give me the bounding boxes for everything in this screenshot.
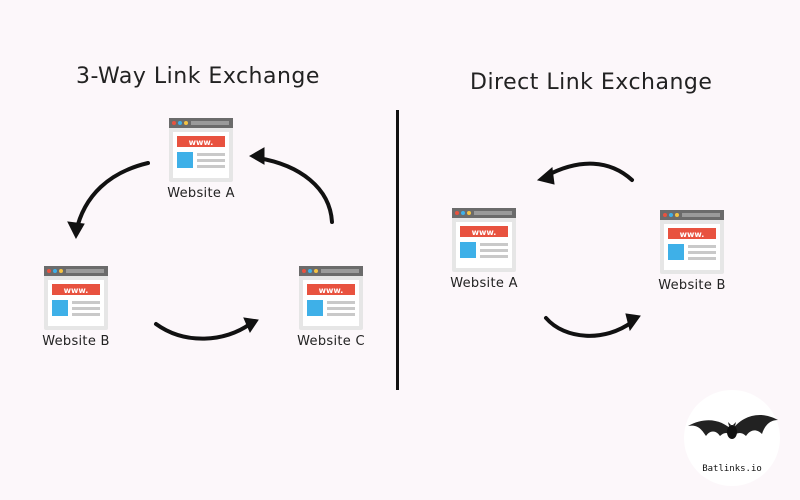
arrow-b-to-a <box>544 161 634 182</box>
svg-text:www.: www. <box>189 138 214 147</box>
arrow-a-to-b-direct-head <box>625 313 641 332</box>
right-site-a: www. Website A <box>424 208 544 291</box>
divider <box>396 110 399 390</box>
arrow-b-to-a-head <box>536 167 555 185</box>
browser-window-icon: www. <box>169 118 233 182</box>
svg-text:www.: www. <box>472 228 497 237</box>
right-title: Direct Link Exchange <box>470 70 713 95</box>
right-site-b: www. Website B <box>632 210 752 293</box>
site-label: Website B <box>658 278 726 293</box>
arrow-b-to-c <box>154 322 252 341</box>
logo-text: Batlinks.io <box>702 464 762 474</box>
arrow-c-to-a-head <box>248 147 265 165</box>
arrow-b-to-c-head <box>243 317 259 334</box>
left-title: 3-Way Link Exchange <box>76 64 320 89</box>
arrow-c-to-a <box>256 156 334 224</box>
svg-text:www.: www. <box>64 286 89 295</box>
browser-window-icon: www. <box>452 208 516 272</box>
browser-window-icon: www. <box>299 266 363 330</box>
site-label: Website C <box>297 334 365 349</box>
browser-window-icon: www. <box>660 210 724 274</box>
left-site-b: www. Website B <box>16 266 136 349</box>
arrow-a-to-b <box>74 161 150 234</box>
browser-window-icon: www. <box>44 266 108 330</box>
site-label: Website A <box>450 276 518 291</box>
bat-icon <box>688 415 778 439</box>
arrow-a-to-b-head <box>67 221 85 240</box>
site-label: Website B <box>42 334 110 349</box>
arrow-a-to-b-direct <box>544 316 634 338</box>
svg-text:www.: www. <box>680 230 705 239</box>
batlinks-logo: Batlinks.io <box>684 390 780 486</box>
left-site-c: www. Website C <box>271 266 391 349</box>
site-label: Website A <box>167 186 235 201</box>
svg-text:www.: www. <box>319 286 344 295</box>
left-site-a: www. Website A <box>141 118 261 201</box>
